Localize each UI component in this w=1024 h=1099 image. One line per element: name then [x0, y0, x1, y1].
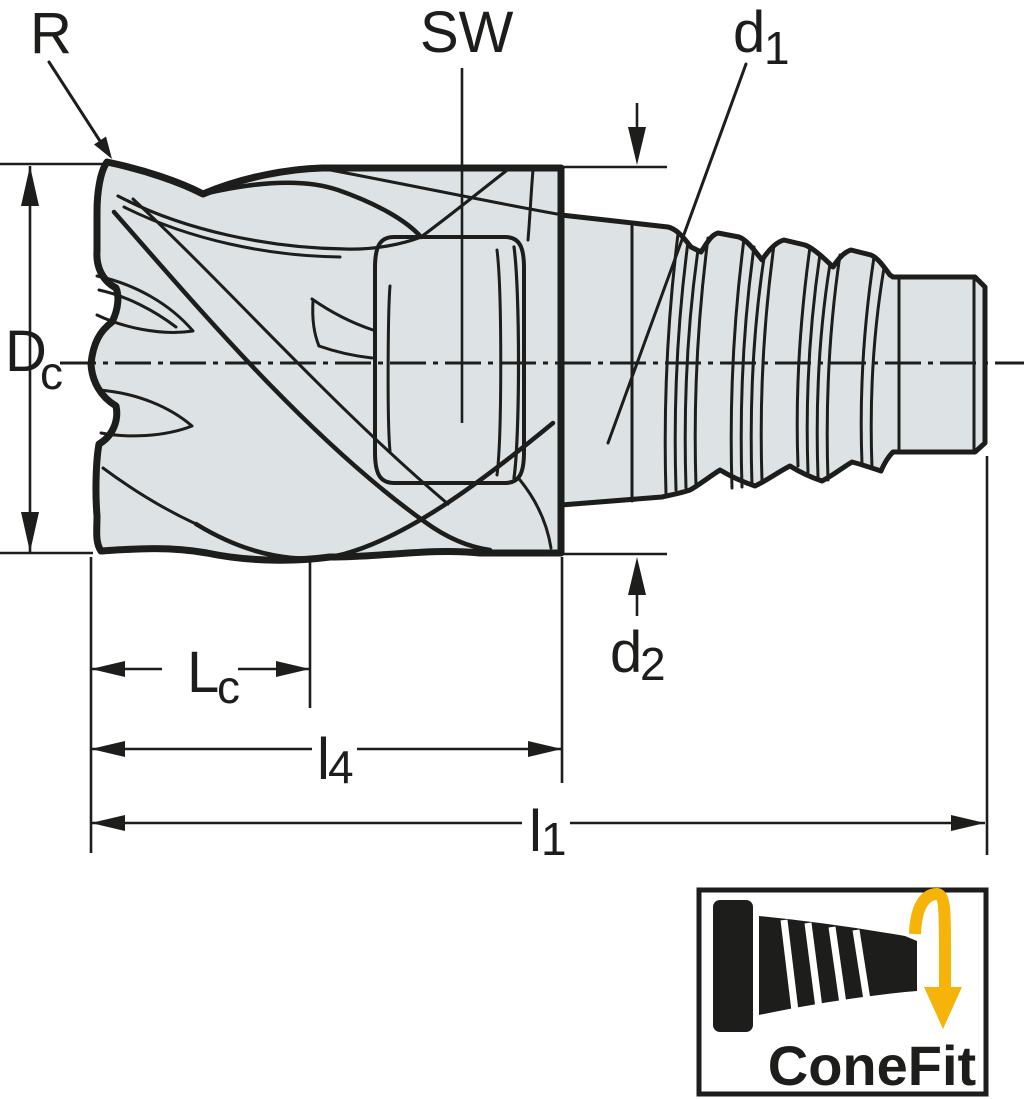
dc-arrow-up-icon: [21, 166, 39, 206]
wrench-flat-callout: SW: [420, 0, 514, 423]
radius-label: R: [30, 1, 72, 66]
lc-label: L: [187, 640, 219, 705]
cutter-head: [87, 158, 565, 564]
radius-arrowhead-icon: [94, 136, 112, 159]
logo-wordmark: ConeFit: [768, 1034, 976, 1097]
l1-label-subscript: 1: [541, 813, 567, 865]
dc-dimension: D c: [0, 162, 111, 555]
dc-label-subscript: c: [40, 347, 63, 399]
dc-arrow-down-icon: [21, 512, 39, 552]
d1-callout: d 1: [606, 0, 790, 445]
d2-arrow-down-icon: [628, 127, 646, 165]
d2-label-subscript: 2: [640, 638, 666, 690]
d1-label: d: [733, 0, 765, 65]
l1-arrow-right-icon: [951, 815, 985, 831]
d2-dimension: d 2: [561, 103, 667, 690]
d2-label: d: [610, 620, 642, 685]
lc-arrow-right-icon: [276, 661, 310, 677]
shank-silhouette: [558, 212, 988, 508]
radius-callout: R: [30, 1, 112, 159]
lc-label-subscript: c: [217, 661, 240, 713]
lc-arrow-left-icon: [91, 661, 125, 677]
d1-leader-line: [606, 62, 748, 445]
l4-arrow-right-icon: [528, 741, 562, 757]
l1-dimension: l 1: [91, 456, 989, 865]
logo-cone-stripes: [780, 919, 871, 1012]
l4-dimension: l 4: [91, 557, 564, 793]
radius-leader-line: [47, 60, 102, 143]
head-silhouette: [87, 158, 565, 564]
l4-label-subscript: 4: [328, 741, 354, 793]
lc-dimension: L c: [89, 557, 312, 853]
l4-label: l: [317, 727, 330, 792]
conefit-thread-shank: [558, 212, 988, 508]
flute-curves: [95, 167, 559, 561]
logo-rotation-arrow-icon: [909, 887, 962, 1029]
wrench-flat-outline: [373, 235, 526, 485]
wrench-flat-label: SW: [420, 0, 514, 65]
l4-arrow-left-icon: [91, 741, 125, 757]
end-mill-drawing: [60, 158, 1024, 564]
conefit-logo: ConeFit: [696, 887, 989, 1097]
dc-label: D: [5, 319, 47, 384]
d1-label-subscript: 1: [764, 22, 790, 74]
logo-collet-icon: [713, 900, 753, 1032]
l1-label: l: [529, 799, 542, 864]
l1-arrow-left-icon: [91, 815, 125, 831]
d2-arrow-up-icon: [628, 557, 646, 595]
